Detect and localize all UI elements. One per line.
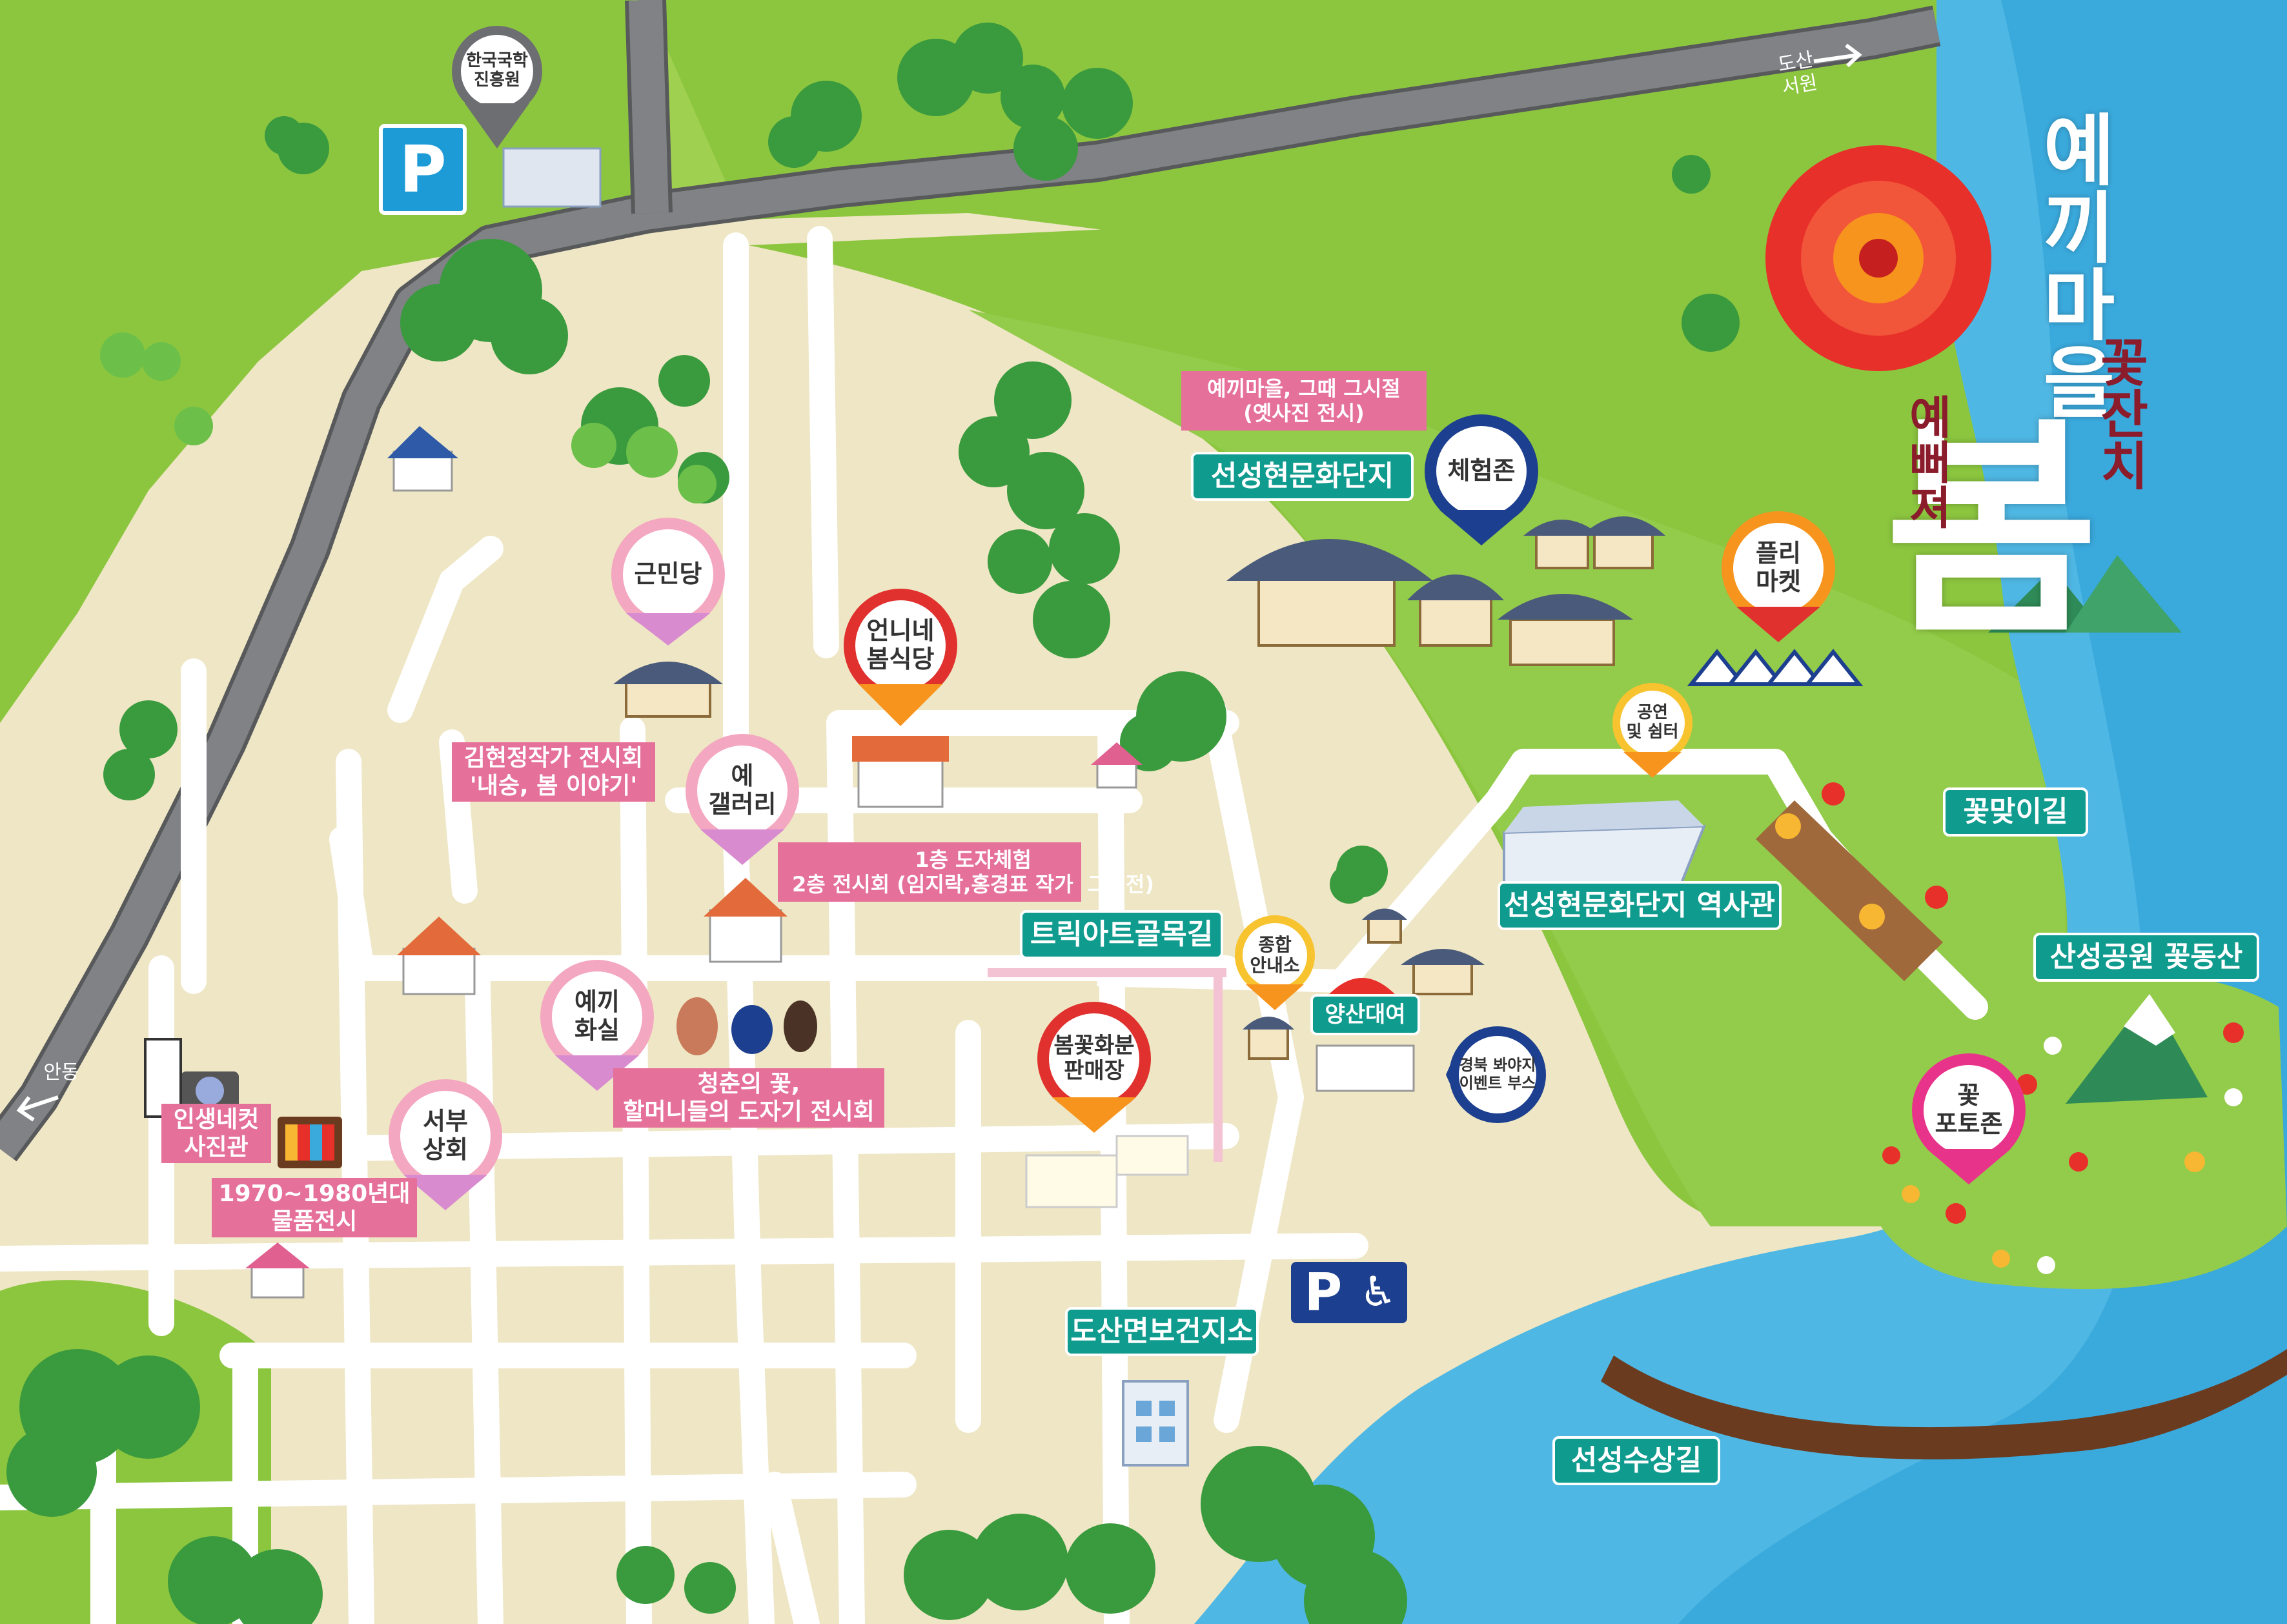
wheelchair-icon: ♿ bbox=[1359, 1268, 1397, 1317]
label-sanseong-park[interactable]: 산성공원 꽃동산 bbox=[2033, 933, 2259, 982]
pin-photozone bbox=[1912, 1053, 2026, 1184]
pin-chehumzone-label[interactable]: 체험존 bbox=[1447, 456, 1516, 485]
pin-fleamarket-label[interactable]: 플리 마켓 bbox=[1756, 539, 1801, 596]
pin-onnine-label[interactable]: 언니네 봄식당 bbox=[866, 616, 935, 673]
pin-hwasil-label[interactable]: 예끼 화실 bbox=[574, 988, 620, 1044]
label-old-photos[interactable]: 예끼마을, 그때 그시절 (옛사진 전시) bbox=[1181, 371, 1427, 431]
direction-andong: 안동 bbox=[43, 1061, 79, 1084]
pin-gallery bbox=[686, 734, 799, 865]
map-pins bbox=[389, 26, 2026, 1210]
label-history-hall[interactable]: 선성현문화단지 역사관 bbox=[1498, 881, 1782, 930]
label-umbrella[interactable]: 양산대여 bbox=[1310, 994, 1420, 1035]
pin-info-label[interactable]: 종합 안내소 bbox=[1250, 933, 1300, 976]
pin-event bbox=[1446, 1026, 1546, 1123]
tv-icon bbox=[278, 1117, 342, 1168]
pin-flowerstall-label[interactable]: 봄꽃화분 판매장 bbox=[1053, 1032, 1135, 1084]
pin-onnine bbox=[844, 589, 957, 726]
title-side2: 예뻐져 bbox=[1900, 394, 1954, 529]
flower-stall-boxes bbox=[1025, 1135, 1189, 1208]
pin-kukhak bbox=[452, 26, 542, 148]
flower-trellis bbox=[1756, 782, 1948, 981]
title-flower-icon bbox=[1765, 145, 1991, 371]
health-center-building bbox=[1122, 1380, 1189, 1467]
pin-photozone-label[interactable]: 꽃 포토존 bbox=[1935, 1081, 2003, 1138]
parking-bottom-box bbox=[1291, 1262, 1407, 1323]
parking-bottom-label[interactable]: P bbox=[1304, 1262, 1343, 1323]
pin-gallery-label[interactable]: 예 갤러리 bbox=[708, 762, 777, 818]
label-health-center[interactable]: 도산면보건지소 bbox=[1065, 1307, 1259, 1356]
water-boardwalk bbox=[1601, 1349, 2287, 1459]
pin-geunmindang bbox=[611, 518, 725, 645]
label-youth-flower[interactable]: 청춘의 꽃, 할머니들의 도자기 전시회 bbox=[613, 1068, 884, 1128]
pin-seobu bbox=[389, 1079, 502, 1210]
west-hill bbox=[0, 0, 645, 723]
trees bbox=[6, 23, 1740, 1624]
island-flowers bbox=[1882, 1022, 2244, 1274]
pin-shelter bbox=[1612, 683, 1692, 778]
label-complex[interactable]: 선성현문화단지 bbox=[1191, 452, 1414, 501]
label-trickart[interactable]: 트릭아트골목길 bbox=[1020, 910, 1223, 959]
label-water-road[interactable]: 선성수상길 bbox=[1552, 1436, 1720, 1485]
pin-chehumzone bbox=[1425, 414, 1538, 545]
island-mountain bbox=[2066, 994, 2208, 1104]
parking-top-label[interactable]: P bbox=[399, 131, 447, 207]
label-pottery[interactable]: 1층 도자체험 2층 전시회 (임지락,홍경표 작가 그림전) bbox=[778, 842, 1154, 902]
pin-info bbox=[1235, 915, 1315, 1010]
title-mountains bbox=[1988, 555, 2182, 633]
pin-fleamarket bbox=[1722, 511, 1835, 642]
label-flower-road[interactable]: 꽃맞이길 bbox=[1943, 787, 2088, 837]
label-retro[interactable]: 1970~1980년대 물품전시 bbox=[212, 1178, 417, 1237]
pin-seobu-label[interactable]: 서부 상회 bbox=[423, 1107, 468, 1164]
arrow-dosan-icon bbox=[1813, 43, 1862, 68]
title-line1: 예끼마을 bbox=[2027, 110, 2118, 420]
village-houses bbox=[245, 147, 1143, 1299]
parking-top-box bbox=[379, 124, 467, 215]
direction-dosan: 도산 서원 bbox=[1776, 48, 1820, 100]
title-side1: 꽃잔치 bbox=[2090, 336, 2151, 491]
pottery-jars bbox=[676, 997, 817, 1055]
pin-kukhak-label[interactable]: 한국국학 진흥원 bbox=[466, 51, 528, 90]
pin-flowerstall bbox=[1037, 1002, 1151, 1133]
shrubs bbox=[100, 332, 717, 503]
title-big: 봄 bbox=[1885, 392, 2099, 665]
arrow-andong-icon bbox=[16, 1095, 59, 1122]
history-hall-building bbox=[1503, 800, 1706, 892]
hanok-complex bbox=[613, 516, 1665, 1060]
flea-market-tents bbox=[1687, 649, 1864, 686]
pin-geunmindang-label[interactable]: 근민당 bbox=[634, 560, 702, 589]
pin-shelter-label[interactable]: 공연 및 쉼터 bbox=[1626, 703, 1679, 742]
label-kim-exhibit[interactable]: 김현정작가 전시회 '내숭, 봄 이야기' bbox=[452, 742, 655, 802]
label-photo-hall[interactable]: 인생네컷 사진관 bbox=[161, 1104, 271, 1163]
pin-hwasil bbox=[540, 960, 654, 1091]
trickart-wall bbox=[988, 968, 1226, 977]
pin-event-label[interactable]: 경북 봐야지 이벤트 부스 bbox=[1459, 1056, 1536, 1092]
